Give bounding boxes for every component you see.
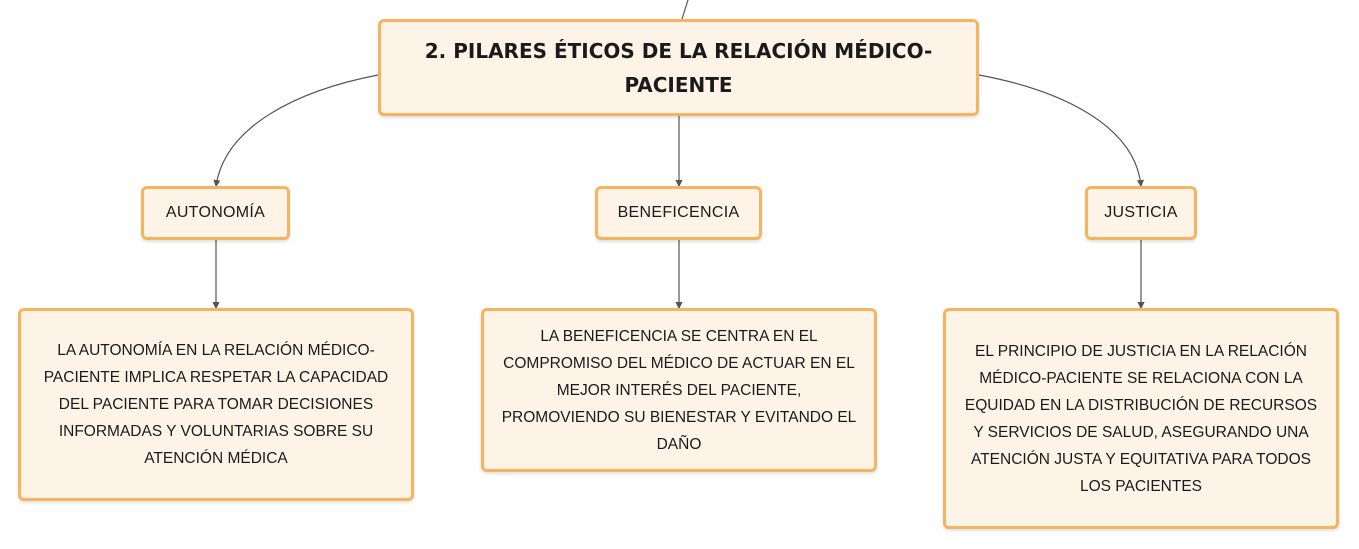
- connector-root-autonomia: [213, 74, 379, 188]
- connector-root-justicia: [978, 74, 1144, 188]
- pillar-label-justicia: JUSTICIA: [1104, 204, 1178, 221]
- pillar-node-beneficencia[interactable]: BENEFICENCIA: [595, 186, 762, 240]
- description-node-autonomia[interactable]: LA AUTONOMÍA EN LA RELACIÓN MÉDICO-PACIE…: [18, 308, 414, 501]
- pillar-label-autonomia: AUTONOMÍA: [165, 204, 266, 221]
- pillar-label-beneficencia: BENEFICENCIA: [617, 204, 740, 221]
- root-topic-title: 2. PILARES ÉTICOS DE LA RELACIÓN MÉDICO-…: [425, 34, 933, 102]
- description-text-autonomia: LA AUTONOMÍA EN LA RELACIÓN MÉDICO-PACIE…: [43, 342, 389, 467]
- pillar-node-autonomia[interactable]: AUTONOMÍA: [141, 186, 290, 240]
- root-topic-title-line1: 2. PILARES ÉTICOS DE LA RELACIÓN MÉDICO-: [424, 38, 933, 63]
- pillar-node-justicia[interactable]: JUSTICIA: [1085, 186, 1197, 240]
- description-text-beneficencia: LA BENEFICENCIA SE CENTRA EN EL COMPROMI…: [501, 327, 857, 453]
- incoming-connector: [681, 0, 689, 20]
- root-topic-node[interactable]: 2. PILARES ÉTICOS DE LA RELACIÓN MÉDICO-…: [378, 19, 979, 116]
- root-topic-title-line2: PACIENTE: [624, 72, 733, 97]
- description-node-beneficencia[interactable]: LA BENEFICENCIA SE CENTRA EN EL COMPROMI…: [481, 308, 877, 472]
- description-node-justicia[interactable]: EL PRINCIPIO DE JUSTICIA EN LA RELACIÓN …: [943, 308, 1339, 529]
- description-text-justicia: EL PRINCIPIO DE JUSTICIA EN LA RELACIÓN …: [964, 342, 1318, 495]
